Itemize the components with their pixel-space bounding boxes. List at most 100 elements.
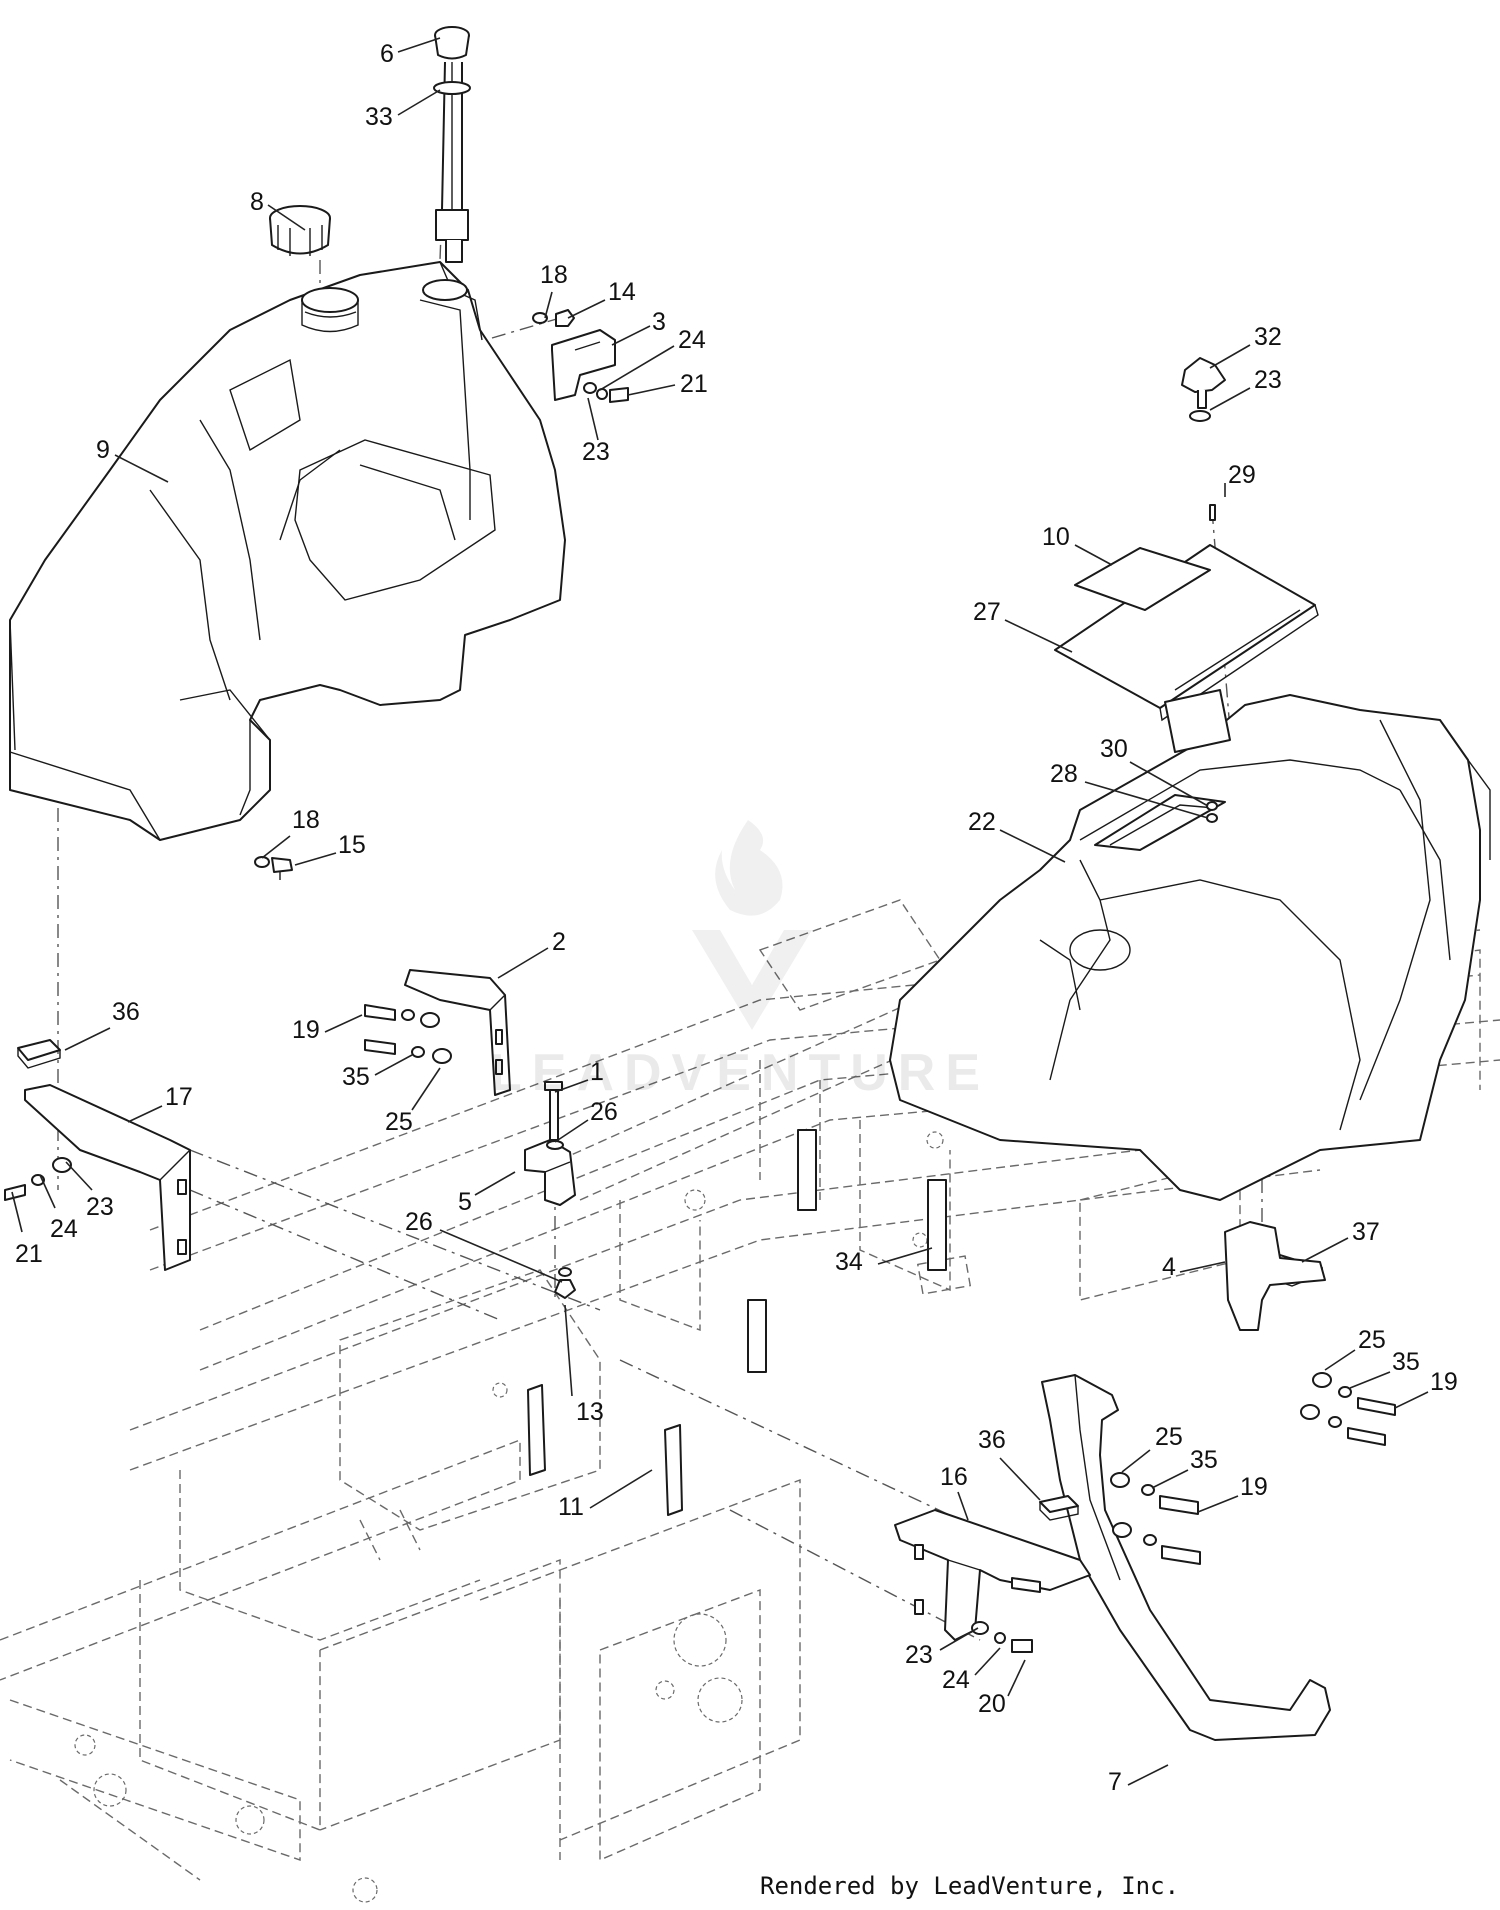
callout-37: 37 xyxy=(1301,1218,1380,1263)
leader-line xyxy=(397,89,441,116)
leader-line xyxy=(999,829,1066,863)
callout-label: 11 xyxy=(558,1493,584,1521)
callout-label: 21 xyxy=(680,370,708,398)
callout-4: 4 xyxy=(1162,1253,1226,1281)
callout-36a: 36 xyxy=(64,998,140,1051)
callout-13: 13 xyxy=(564,1304,604,1426)
callout-label: 24 xyxy=(50,1215,78,1243)
leader-line xyxy=(554,1079,589,1093)
callout-14: 14 xyxy=(567,278,636,319)
leader-line xyxy=(554,1119,589,1143)
callout-label: 30 xyxy=(1100,735,1128,763)
callout-29: 29 xyxy=(1224,461,1256,497)
leader-line xyxy=(1129,761,1209,807)
callout-36b: 36 xyxy=(978,1426,1041,1501)
leader-line xyxy=(589,1469,653,1509)
callout-label: 25 xyxy=(385,1108,413,1136)
leader-line xyxy=(64,1027,111,1051)
callout-label: 34 xyxy=(835,1248,863,1276)
callout-25b: 25 xyxy=(1324,1326,1386,1371)
callout-label: 15 xyxy=(338,831,366,859)
callout-label: 26 xyxy=(405,1208,433,1236)
leader-line xyxy=(1151,1469,1189,1489)
leader-line xyxy=(324,1014,363,1033)
callout-label: 9 xyxy=(96,436,110,464)
callout-label: 23 xyxy=(1254,366,1282,394)
callout-22: 22 xyxy=(968,808,1066,863)
callout-label: 29 xyxy=(1228,461,1256,489)
callout-8: 8 xyxy=(250,188,306,231)
leader-line xyxy=(1349,1371,1391,1389)
console-22 xyxy=(889,689,1491,1201)
leader-line xyxy=(999,1457,1041,1501)
leader-line xyxy=(411,1067,441,1111)
callout-17: 17 xyxy=(127,1083,193,1123)
callout-25a: 25 xyxy=(385,1067,441,1136)
leader-line xyxy=(65,1161,93,1191)
leader-line xyxy=(439,1229,563,1283)
callout-16: 16 xyxy=(940,1463,969,1521)
callout-11: 11 xyxy=(558,1469,653,1521)
callout-23c: 23 xyxy=(65,1161,114,1221)
leader-line xyxy=(474,1171,516,1196)
callout-label: 20 xyxy=(978,1690,1006,1718)
watermark-v-icon xyxy=(692,930,812,1030)
callout-5: 5 xyxy=(458,1171,516,1216)
leader-line xyxy=(114,454,169,483)
fuel-gauge-sender xyxy=(433,26,471,263)
callout-label: 23 xyxy=(86,1193,114,1221)
leader-line xyxy=(1209,344,1251,369)
watermark-brand: LEADVENTURE xyxy=(490,1044,990,1102)
bracket-7 xyxy=(1041,1374,1331,1741)
callout-7: 7 xyxy=(1108,1764,1169,1796)
callout-label: 28 xyxy=(1050,760,1078,788)
callout-24b: 24 xyxy=(39,1174,78,1243)
callout-19a: 19 xyxy=(292,1014,363,1044)
fitting-15 xyxy=(254,856,293,880)
callout-label: 36 xyxy=(112,998,140,1026)
callout-9: 9 xyxy=(96,436,169,483)
callout-label: 5 xyxy=(458,1188,472,1216)
callout-2: 2 xyxy=(497,928,566,979)
callout-25c: 25 xyxy=(1121,1423,1183,1473)
callout-19b: 19 xyxy=(1394,1368,1458,1409)
callout-label: 18 xyxy=(540,261,568,289)
leader-line xyxy=(1084,781,1209,819)
leader-line xyxy=(267,204,306,231)
leader-line xyxy=(1209,387,1251,411)
callout-label: 18 xyxy=(292,806,320,834)
access-panel-27 xyxy=(1054,504,1319,722)
fuel-cap xyxy=(269,205,331,256)
callout-label: 24 xyxy=(942,1666,970,1694)
callout-35a: 35 xyxy=(342,1054,413,1091)
callout-label: 33 xyxy=(365,103,393,131)
leader-line xyxy=(877,1247,933,1265)
fuel-tank xyxy=(9,261,566,841)
callout-label: 17 xyxy=(165,1083,193,1111)
leader-line xyxy=(564,1304,573,1397)
leader-line xyxy=(294,852,337,866)
callout-label: 27 xyxy=(973,598,1001,626)
callout-layer: 6338181432421239322329102730282218152361… xyxy=(11,37,1458,1796)
callout-23d: 23 xyxy=(905,1627,979,1669)
callout-label: 25 xyxy=(1155,1423,1183,1451)
leader-line xyxy=(587,397,599,441)
callout-label: 23 xyxy=(905,1641,933,1669)
callout-26a: 26 xyxy=(554,1098,618,1143)
callout-label: 10 xyxy=(1042,523,1070,551)
leader-line xyxy=(544,291,553,319)
leader-line xyxy=(1394,1391,1429,1409)
callout-35b: 35 xyxy=(1349,1348,1420,1389)
callout-label: 19 xyxy=(292,1016,320,1044)
leader-line xyxy=(627,384,676,396)
callout-label: 32 xyxy=(1254,323,1282,351)
callout-10: 10 xyxy=(1042,523,1113,566)
callout-label: 21 xyxy=(15,1240,43,1268)
callout-19c: 19 xyxy=(1197,1473,1268,1513)
callout-27: 27 xyxy=(973,598,1073,653)
leader-line xyxy=(1127,1764,1169,1786)
render-credit: Rendered by LeadVenture, Inc. xyxy=(760,1872,1180,1900)
pad-36-left xyxy=(17,1039,61,1069)
callout-32: 32 xyxy=(1209,323,1282,369)
